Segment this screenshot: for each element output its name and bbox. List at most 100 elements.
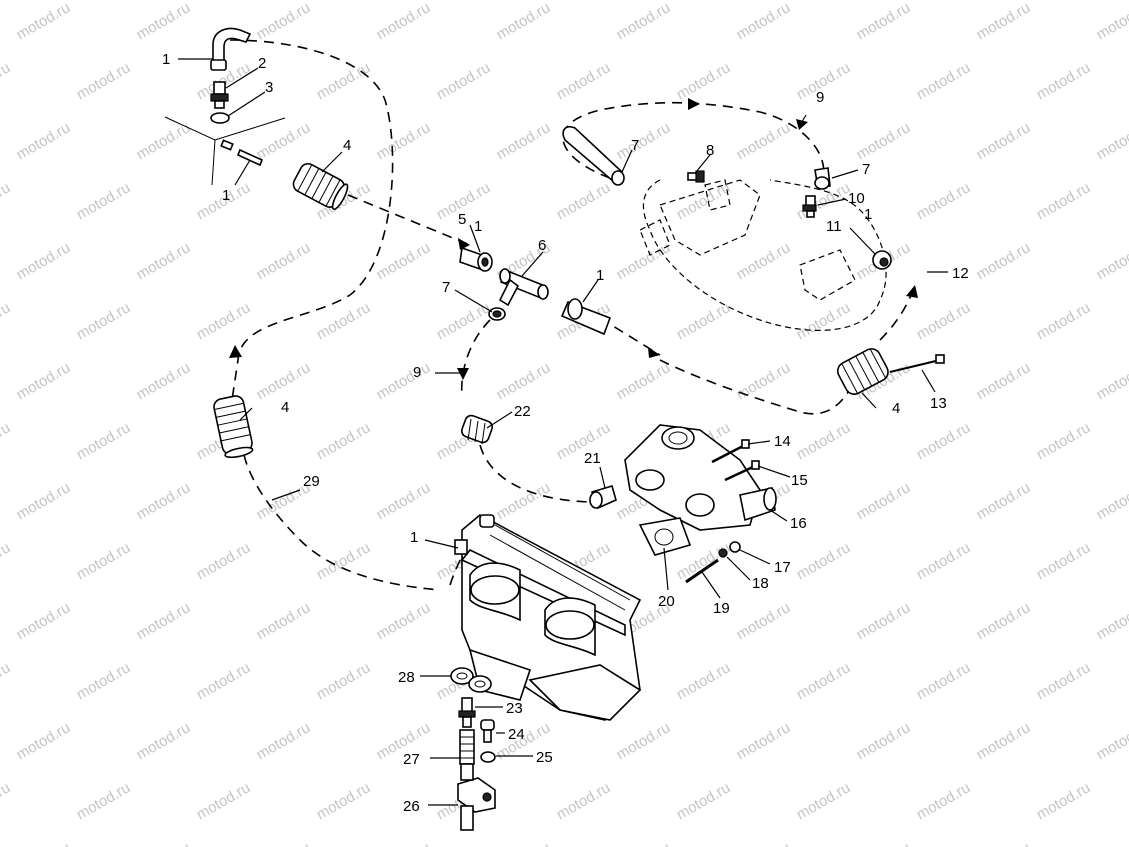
watermark-text: motod.ru — [374, 0, 434, 43]
callout-label: 5 — [458, 211, 466, 228]
gasket-part-20 — [638, 517, 692, 556]
callout-label: 29 — [303, 473, 320, 490]
watermark-text: motod.ru — [134, 0, 194, 43]
hose-elbow-part — [210, 27, 252, 71]
watermark-text: motod.ru — [134, 479, 194, 523]
hose-route-lower-right — [659, 359, 856, 415]
watermark-text: motod.ru — [1034, 779, 1094, 823]
elbow-part-21 — [589, 485, 617, 510]
watermark-text: motod.ru — [1034, 659, 1094, 703]
exhaust-manifold-part-16 — [624, 424, 777, 531]
watermark-text: motod.ru — [494, 0, 554, 43]
watermark-text: motod.ru — [614, 119, 674, 163]
callout-label: 1 — [864, 206, 872, 223]
watermark-text: motod.ru — [614, 359, 674, 403]
watermark-text: motod.ru — [374, 239, 434, 283]
callout-label: 23 — [506, 700, 523, 717]
watermark-text: motod.ru — [1034, 539, 1094, 583]
hose-clamp-part-right — [872, 250, 892, 270]
watermark-text: motod.ru — [14, 239, 74, 283]
cylinder-block-assembly — [454, 514, 642, 721]
watermark-text: motod.ru — [614, 839, 674, 847]
watermark-text: motod.ru — [674, 779, 734, 823]
watermark-text: motod.ru — [14, 119, 74, 163]
watermark-text: motod.ru — [494, 839, 554, 847]
watermark-text: motod.ru — [374, 119, 434, 163]
callout-label: 12 — [952, 265, 969, 282]
watermark-text: motod.ru — [194, 779, 254, 823]
corrugated-hose-part-right — [836, 348, 889, 395]
hose-route-left-lower — [243, 454, 441, 591]
callout-label: 26 — [403, 798, 420, 815]
fitting-part-2 — [210, 81, 229, 109]
callout-label: 2 — [258, 55, 266, 72]
watermark-text: motod.ru — [614, 239, 674, 283]
watermark-text: motod.ru — [14, 479, 74, 523]
watermark-text: motod.ru — [914, 299, 974, 343]
watermark-text: motod.ru — [314, 659, 374, 703]
watermark-text: motod.ru — [494, 119, 554, 163]
corrugated-hose-part-lower — [213, 395, 254, 459]
fitting-part-23 — [458, 697, 476, 728]
watermark-text: motod.ru — [914, 539, 974, 583]
callout-label: 1 — [474, 218, 482, 235]
exhaust-manifold-ghost — [639, 179, 856, 301]
watermark-text: motod.ru — [794, 299, 854, 343]
callout-label: 8 — [706, 142, 714, 159]
arrow-head — [796, 119, 808, 130]
watermark-text: motod.ru — [614, 719, 674, 763]
callout-label: 24 — [508, 726, 525, 743]
watermark-text: motod.ru — [14, 599, 74, 643]
watermark-text: motod.ru — [854, 719, 914, 763]
hose-route-manifold-loop — [642, 179, 887, 331]
hose-routes — [229, 39, 916, 591]
watermark-text: motod.ru — [0, 779, 13, 823]
watermark-text: motod.ru — [1094, 119, 1129, 163]
callout-label: 14 — [774, 433, 791, 450]
watermark-text: motod.ru — [134, 839, 194, 847]
watermark-text: motod.ru — [974, 0, 1034, 43]
callout-label: 20 — [658, 593, 675, 610]
watermark-text: motod.ru — [1094, 599, 1129, 643]
callout-label: 10 — [848, 190, 865, 207]
hose-route-left-upper — [229, 39, 394, 401]
callout-label: 7 — [862, 161, 870, 178]
watermark-text: motod.ru — [554, 779, 614, 823]
watermark-text: motod.ru — [314, 779, 374, 823]
fitting-part-8 — [687, 170, 705, 183]
watermark-text: motod.ru — [734, 719, 794, 763]
elbow-part-7-right — [814, 167, 831, 190]
watermark-text: motod.ru — [74, 659, 134, 703]
watermark-text: motod.ru — [254, 599, 314, 643]
watermark-text: motod.ru — [1094, 359, 1129, 403]
watermark-text: motod.ru — [74, 779, 134, 823]
watermark-text: motod.ru — [914, 779, 974, 823]
watermark-text: motod.ru — [0, 179, 13, 223]
watermark-text: motod.ru — [1094, 239, 1129, 283]
watermark-text: motod.ru — [254, 839, 314, 847]
callout-label: 17 — [774, 559, 791, 576]
screw-part-24 — [480, 719, 495, 743]
watermark-text: motod.ru — [194, 299, 254, 343]
watermark-text: motod.ru — [194, 539, 254, 583]
callout-label: 6 — [538, 237, 546, 254]
watermark-text: motod.ru — [374, 599, 434, 643]
bolt-part-15 — [724, 460, 760, 482]
watermark-text: motod.ru — [434, 299, 494, 343]
callout-label: 27 — [403, 751, 420, 768]
watermark-text: motod.ru — [434, 59, 494, 103]
callout-label: 19 — [713, 600, 730, 617]
watermark-text: motod.ru — [14, 0, 74, 43]
watermark-text: motod.ru — [74, 59, 134, 103]
callout-label: 4 — [892, 400, 900, 417]
watermark-text: motod.ru — [974, 239, 1034, 283]
watermark-text: motod.ru — [494, 479, 554, 523]
watermark-text: motod.ru — [494, 359, 554, 403]
callout-label: 1 — [162, 51, 170, 68]
watermark-text: motod.ru — [1094, 0, 1129, 43]
watermark-text: motod.ru — [0, 539, 13, 583]
callout-label: 9 — [816, 89, 824, 106]
watermark-text: motod.ru — [74, 299, 134, 343]
watermark-text: motod.ru — [1094, 719, 1129, 763]
